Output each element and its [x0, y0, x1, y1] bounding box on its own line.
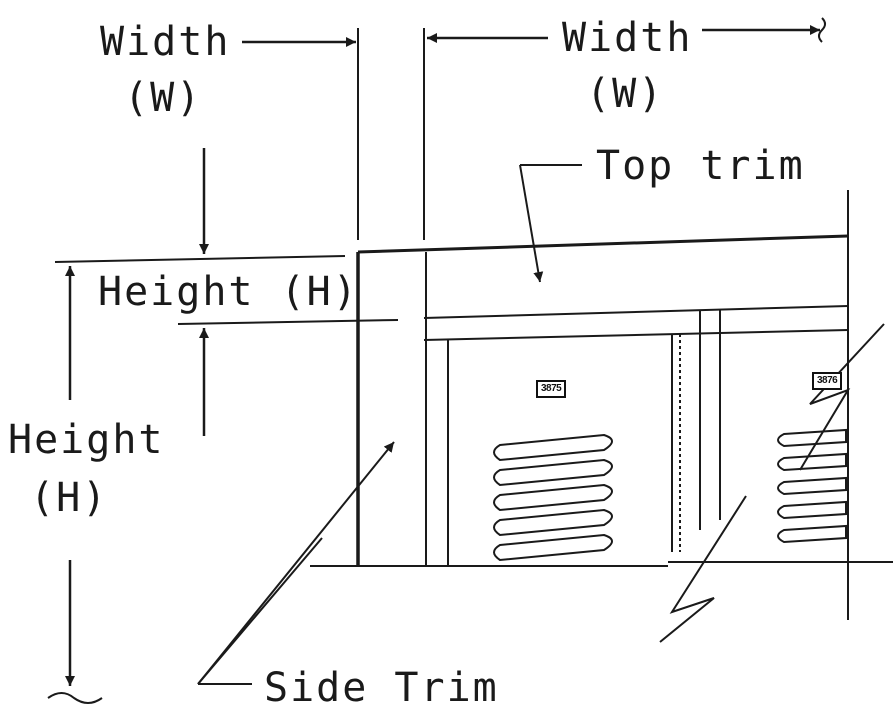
width-right-abbr: (W): [586, 71, 665, 117]
louver-right-2: [777, 452, 847, 472]
louver-4: [493, 508, 613, 537]
top-trim-top-edge: [357, 234, 849, 254]
break-zigzag-upper: [799, 323, 885, 471]
break-zigzag-lower: [659, 495, 747, 643]
side-trim-leader-second: [197, 537, 323, 685]
height-upper-extension-bottom: [177, 319, 399, 325]
louver-2: [493, 458, 613, 487]
louver-1: [493, 433, 613, 462]
height-left-label: Height: [8, 417, 165, 463]
height-upper-label: Height (H): [98, 269, 359, 315]
top-trim-leader-arrow: [519, 164, 544, 283]
side-trim-leader-arrow: [197, 441, 395, 685]
side-trim-label: Side Trim: [264, 665, 499, 711]
louver-right-3: [777, 476, 847, 496]
louver-5: [493, 533, 613, 562]
break-symbol-bottom: [47, 692, 103, 704]
width-left-abbr: (W): [124, 75, 203, 121]
louver-3: [493, 483, 613, 512]
louver-right-1: [777, 428, 847, 448]
width-right-label: Width: [562, 15, 693, 61]
door-tag-left: 3875: [536, 380, 567, 398]
height-upper-extension-top: [54, 255, 346, 263]
height-left-abbr: (H): [30, 475, 109, 521]
top-trim-bottom-edge: [423, 305, 849, 319]
louver-right-5: [777, 524, 847, 544]
door-tag-right: 3876: [812, 372, 843, 390]
width-left-label: Width: [100, 19, 231, 65]
louver-right-4: [777, 500, 847, 520]
top-trim-lower-edge: [423, 329, 849, 341]
top-trim-label: Top trim: [596, 143, 805, 189]
break-symbol-top: [818, 17, 826, 43]
